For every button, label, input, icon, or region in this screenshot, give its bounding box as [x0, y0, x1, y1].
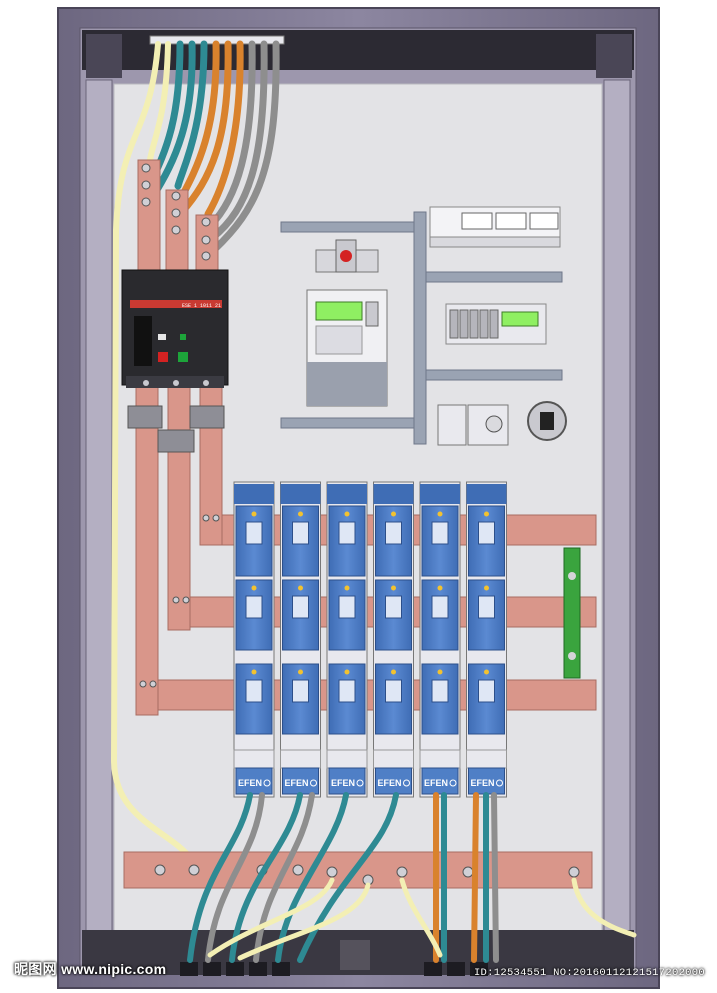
ground-bar [563, 547, 581, 679]
mcb-row-with-controller [445, 303, 547, 345]
fuse-unit: EFEN [419, 481, 461, 798]
top-rail-left-bracket [86, 34, 122, 78]
fuse-unit: EFEN [466, 481, 507, 798]
fuse-unit: EFEN [233, 481, 275, 798]
top-rail-right-bracket [596, 34, 632, 78]
current-transformers [127, 405, 225, 453]
energy-meter [306, 289, 388, 407]
rotary-isolator [315, 239, 379, 273]
left-post [85, 79, 113, 941]
cable-glands [180, 940, 488, 976]
din-rails [280, 211, 563, 445]
breaker-red-button [158, 352, 168, 362]
fuse-brand-label: EFEN [424, 778, 448, 788]
fuse-unit: EFEN [326, 481, 368, 798]
fuse-brand-label: EFEN [471, 778, 495, 788]
breaker-label: ESE 1 1011 21 [182, 303, 221, 309]
fuse-brand-label: EFEN [238, 778, 262, 788]
busbar-bolts [139, 163, 580, 886]
meter-display [315, 301, 363, 321]
fuse-brand-label: EFEN [285, 778, 309, 788]
watermark-id: ID:12534551 NO:20160112121517202000 [473, 967, 705, 979]
fuse-unit: EFEN [280, 481, 321, 798]
panel-meters [429, 206, 561, 248]
controller-display [501, 311, 539, 327]
fuse-unit: EFEN [373, 481, 414, 798]
watermark-site: 昵图网 www.nipic.com [14, 961, 167, 977]
fuse-brand-label: EFEN [378, 778, 402, 788]
fuse-brand-label: EFEN [331, 778, 355, 788]
fuse-units: EFEN EFEN EFEN EFEN EFEN EFEN [233, 481, 507, 798]
breaker-green-button [178, 352, 188, 362]
main-circuit-breaker: ESE 1 1011 21 [121, 269, 229, 388]
small-breakers-and-socket [437, 401, 567, 446]
right-post [603, 79, 631, 941]
outgoing-wires [187, 792, 637, 963]
